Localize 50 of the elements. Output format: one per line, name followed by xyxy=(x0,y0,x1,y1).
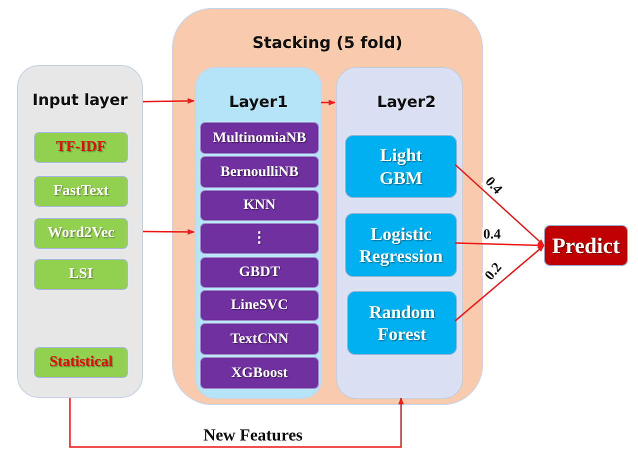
model-box xyxy=(200,357,319,389)
box-label: Statistical xyxy=(49,353,113,372)
model-box xyxy=(347,291,457,355)
edge-label: 0.4 xyxy=(482,227,502,243)
layer-panel xyxy=(336,67,463,399)
box-label: GBDT xyxy=(238,263,280,282)
box-label: LineSVC xyxy=(230,296,288,315)
arrow xyxy=(454,242,545,248)
box-label: XGBoost xyxy=(231,364,288,382)
predict-box xyxy=(544,225,628,266)
model-box xyxy=(200,156,319,188)
box-label: Predict xyxy=(552,232,620,260)
panel-heading: Input layer xyxy=(32,91,128,109)
box-label: Word2Vec xyxy=(48,224,114,243)
box-label: TF-IDF xyxy=(56,138,106,157)
arrow xyxy=(143,229,195,235)
feature-box xyxy=(34,176,128,207)
feature-box xyxy=(34,132,128,163)
box-label: TextCNN xyxy=(230,330,289,348)
model-box xyxy=(345,135,457,198)
arrow xyxy=(142,98,195,104)
feature-box xyxy=(34,259,128,290)
box-label: MultinomiaNB xyxy=(212,128,306,148)
model-box xyxy=(345,213,457,277)
model-box xyxy=(200,290,319,321)
panel-heading: Layer2 xyxy=(377,93,436,111)
feature-box xyxy=(34,347,128,378)
stacking-panel xyxy=(172,8,483,405)
box-label: Logistic Regression xyxy=(358,222,444,268)
arrow xyxy=(454,164,545,246)
model-box xyxy=(200,323,319,355)
panel-heading: Stacking (5 fold) xyxy=(252,33,403,52)
box-label: BernoulliNB xyxy=(220,162,299,182)
box-label: LSI xyxy=(68,265,94,284)
box-label: Light GBM xyxy=(378,144,424,189)
box-label: FastText xyxy=(53,182,109,201)
model-box xyxy=(200,223,319,254)
box-label: Random Forest xyxy=(368,300,436,346)
panel-heading: Layer1 xyxy=(229,93,288,111)
box-label: ⋮ xyxy=(252,229,267,248)
box-label: KNN xyxy=(243,196,276,215)
arrow xyxy=(321,100,336,106)
model-box xyxy=(200,122,319,154)
arrow xyxy=(454,244,545,322)
model-box xyxy=(200,190,319,221)
arrow xyxy=(69,397,404,448)
input-panel xyxy=(17,65,143,398)
model-box xyxy=(200,257,319,288)
feature-box xyxy=(34,218,128,249)
layer-panel xyxy=(195,67,322,399)
